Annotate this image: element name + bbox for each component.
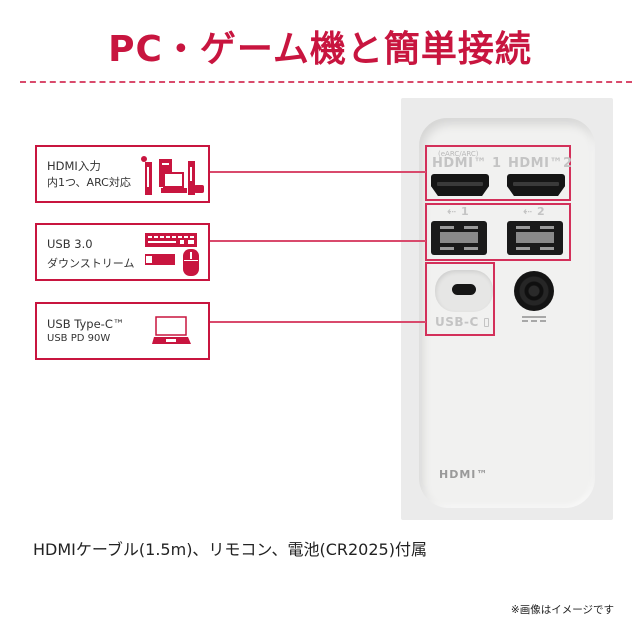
usb1-label: ⇠ 1 <box>447 205 470 218</box>
accessories-note: HDMIケーブル(1.5m)、リモコン、電池(CR2025)付属 <box>33 540 427 559</box>
callout-usb-title: USB 3.0 <box>47 237 93 251</box>
hdmi-earc-label: (eARC/ARC) <box>438 150 479 158</box>
hdmi1-label: HDMI™ 1 <box>432 156 502 171</box>
usb2-port <box>507 221 563 255</box>
usbc-port <box>452 284 476 295</box>
usbc-bump <box>435 270 493 312</box>
battery-icon <box>483 318 489 327</box>
usb-ports-highlight <box>425 203 571 261</box>
dashed-divider <box>20 81 632 83</box>
dc-power-symbol <box>522 316 546 322</box>
callout-usb: USB 3.0 ダウンストリーム <box>35 223 210 281</box>
usb2-label: ⇠ 2 <box>523 205 546 218</box>
callout-hdmi-title: HDMI入力 <box>47 159 101 173</box>
power-jack <box>514 271 554 311</box>
page-title: PC・ゲーム機と簡単接続 <box>108 29 532 70</box>
usbc-port-highlight: USB-C <box>425 262 495 336</box>
callout-usbc-title: USB Type-C™ <box>47 317 125 331</box>
pc-console-icon <box>141 153 205 197</box>
callout-usb-subtitle: ダウンストリーム <box>47 257 135 270</box>
connector-usbc <box>210 321 426 323</box>
hdmi-logo: HDMI™ <box>439 468 489 481</box>
keyboard-mouse-usb-icon <box>145 233 205 277</box>
usbc-label: USB-C <box>435 315 489 329</box>
connector-usb <box>210 240 426 242</box>
usb1-port <box>431 221 487 255</box>
connector-hdmi <box>210 171 426 173</box>
callout-hdmi: HDMI入力 内1つ、ARC対応 <box>35 145 210 203</box>
hdmi2-port <box>507 174 565 196</box>
callout-usbc-subtitle: USB PD 90W <box>47 333 111 344</box>
hdmi1-port <box>431 174 489 196</box>
monitor-port-panel: (eARC/ARC) HDMI™ 1 HDMI™2 ⇠ 1 ⇠ 2 USB-C … <box>401 98 613 520</box>
image-disclaimer: ※画像はイメージです <box>510 604 614 616</box>
hdmi-ports-highlight <box>425 145 571 201</box>
callout-hdmi-subtitle: 内1つ、ARC対応 <box>47 176 131 189</box>
laptop-icon <box>152 316 192 346</box>
callout-usbc: USB Type-C™ USB PD 90W <box>35 302 210 360</box>
hdmi2-label: HDMI™2 <box>508 156 573 171</box>
